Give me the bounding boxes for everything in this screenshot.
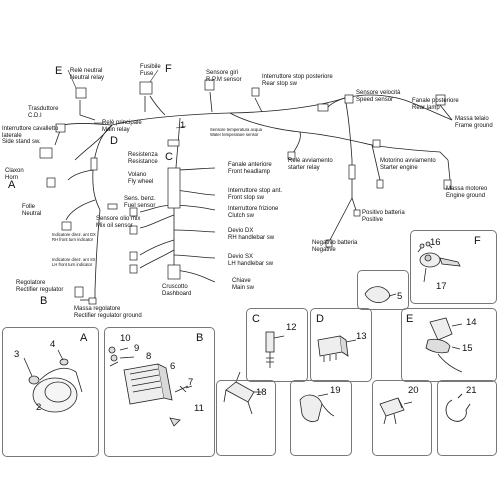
item-20-drawing	[379, 397, 413, 425]
label-sens-benz: Sens. benz.Fuel sensor	[124, 196, 156, 209]
box-letter-d: D	[316, 313, 324, 325]
part-number-12: 12	[286, 322, 297, 333]
part-number-11: 11	[194, 403, 204, 414]
box-f-drawing	[417, 241, 461, 283]
part-number-3: 3	[14, 349, 20, 360]
group-letter-e-main: E	[55, 65, 63, 77]
detail-box-18	[216, 380, 276, 456]
detail-box-a	[2, 327, 99, 457]
group-letter-b-main: B	[40, 295, 48, 307]
part-number-20: 20	[408, 385, 419, 396]
detail-box-b	[104, 327, 215, 457]
detail-box-d	[310, 308, 372, 382]
detail-box-f	[410, 230, 497, 304]
group-letter-d-main: D	[110, 135, 118, 147]
part-number-5: 5	[397, 291, 403, 302]
part-number-1: 1	[180, 120, 186, 131]
group-letter-c-main: C	[165, 151, 173, 163]
box-d-drawing	[317, 335, 357, 362]
box-c-drawing	[265, 331, 285, 368]
part-number-9: 9	[134, 343, 140, 354]
box-letter-f: F	[474, 235, 481, 247]
box-b-drawing	[108, 346, 193, 427]
part-number-18: 18	[256, 387, 267, 398]
detail-box-19	[290, 380, 352, 456]
part-number-21: 21	[466, 385, 477, 396]
box-letter-a: A	[80, 332, 88, 344]
box-letter-e: E	[406, 313, 414, 325]
box-a-drawing	[23, 349, 83, 413]
detail-box-21	[437, 380, 497, 456]
item-5-drawing	[364, 286, 397, 303]
box-letter-b: B	[196, 332, 204, 344]
detail-box-c	[246, 308, 308, 382]
part-number-6: 6	[170, 361, 176, 372]
part-number-7: 7	[188, 377, 194, 388]
part-number-10: 10	[120, 333, 131, 344]
box-letter-c: C	[252, 313, 260, 325]
part-number-4: 4	[50, 339, 56, 350]
label-stop-ant: Interruttore stop ant.Front stop sw	[228, 188, 283, 201]
detail-box-5	[357, 270, 409, 310]
detail-box-e	[401, 308, 497, 382]
group-letter-f-main: F	[165, 63, 172, 75]
item-21-drawing	[445, 393, 471, 422]
part-number-15: 15	[462, 343, 473, 354]
item-19-drawing	[299, 393, 335, 422]
part-number-17: 17	[436, 281, 447, 292]
part-number-19: 19	[330, 385, 341, 396]
part-number-16: 16	[430, 237, 441, 248]
part-number-13: 13	[356, 331, 367, 342]
part-number-8: 8	[146, 351, 152, 362]
detail-box-20	[372, 380, 432, 456]
box-e-drawing	[425, 317, 463, 373]
part-number-14: 14	[466, 317, 477, 328]
part-number-2: 2	[36, 402, 42, 413]
harness-trunk	[111, 94, 411, 126]
group-letter-a-main: A	[8, 179, 16, 191]
